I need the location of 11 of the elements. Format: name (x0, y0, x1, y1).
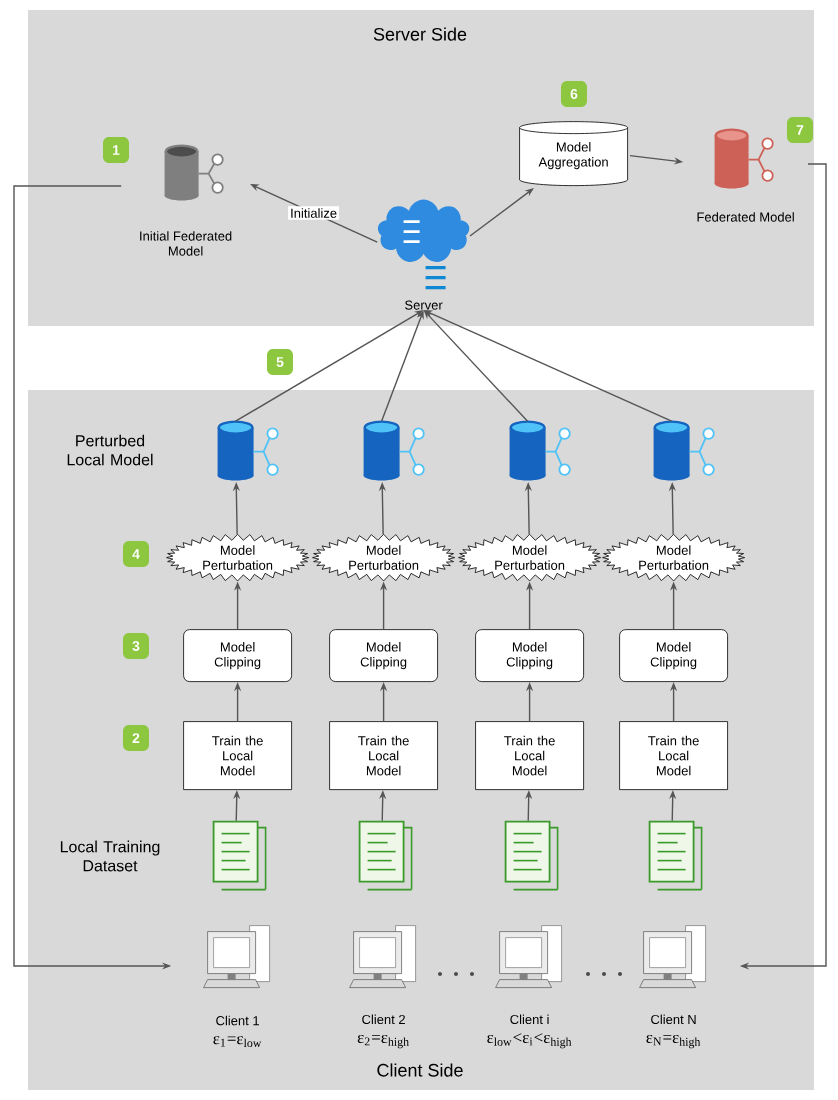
document-icon (648, 820, 703, 891)
arrow (469, 188, 534, 237)
document-icon (212, 820, 267, 891)
document-icon (358, 820, 413, 891)
model-icon (363, 420, 425, 481)
section-label: Local Training Dataset (60, 840, 160, 872)
section-label: Perturbed Local Model (67, 434, 153, 466)
model-icon (509, 420, 571, 481)
model-icon (217, 420, 279, 481)
document-icon (504, 820, 559, 891)
model-icon (653, 420, 715, 481)
